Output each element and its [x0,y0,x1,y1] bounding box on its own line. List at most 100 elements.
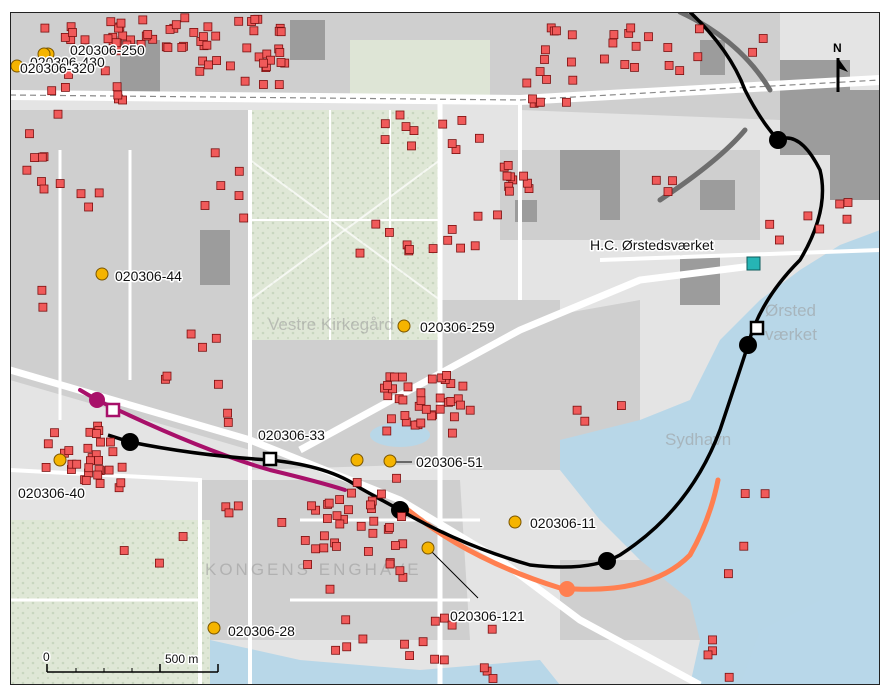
well-marker-020306-259[interactable] [397,319,411,333]
open-square-markers [105,320,765,467]
borehole-marker [397,512,406,521]
borehole-marker [300,536,310,545]
borehole-marker [663,43,673,52]
borehole-marker [541,45,550,55]
borehole-marker [275,48,285,57]
borehole-marker [319,531,329,541]
borehole-marker [439,613,449,623]
borehole-marker [380,135,390,145]
borehole-marker [240,76,250,86]
borehole-marker [119,546,129,555]
borehole-marker [72,459,82,469]
borehole-marker [502,171,512,181]
borehole-marker [355,248,365,258]
borehole-marker [37,285,47,295]
well-marker-020306-33[interactable] [350,453,364,467]
borehole-marker [258,80,268,89]
borehole-marker [242,43,252,53]
borehole-marker [397,372,407,382]
borehole-marker [358,634,368,644]
station-dots [89,131,787,597]
borehole-marker [331,645,341,655]
borehole-marker [202,40,212,50]
borehole-marker [435,404,445,414]
borehole-marker [644,32,653,42]
borehole-marker [400,411,410,420]
borehole-marker [493,210,502,220]
borehole-marker [384,227,394,237]
borehole-marker [76,189,86,199]
borehole-marker [626,23,636,33]
borehole-marker [765,219,775,229]
borehole-marker [322,514,332,523]
borehole-marker [211,31,221,41]
borehole-marker [567,30,577,40]
borehole-marker [352,478,362,487]
borehole-marker [116,478,126,488]
borehole-marker [41,462,51,472]
borehole-marker [250,14,260,24]
well-label-020306-320: 020306-320 [20,60,95,76]
borehole-marker [430,654,440,664]
buildings [120,20,880,305]
borehole-marker [479,663,489,673]
borehole-marker [108,447,118,457]
borehole-marker [843,198,853,207]
well-label-020306-44: 020306-44 [115,268,182,284]
borehole-marker [449,412,459,422]
borehole-marker [189,27,199,37]
borehole-marker [117,462,127,472]
borehole-marker [435,393,445,403]
well-label-020306-11: 020306-11 [530,515,596,531]
well-marker-020306-320[interactable] [10,59,24,73]
borehole-marker [163,43,173,52]
borehole-marker [664,61,674,70]
borehole-marker [233,501,243,511]
borehole-marker [180,13,190,23]
borehole-marker [104,465,114,475]
well-label-020306-250: 020306-250 [70,42,145,58]
borehole-marker [203,22,213,32]
well-marker-020306-121[interactable] [421,541,435,555]
well-markers [10,47,522,635]
well-marker-020306-44[interactable] [95,267,109,281]
borehole-marker [398,539,408,549]
borehole-marker [198,32,208,41]
scale-start-label: 0 [43,650,50,664]
borehole-marker [456,243,466,253]
borehole-marker [504,186,514,196]
borehole-marker [470,241,480,251]
borehole-marker [171,20,181,30]
borehole-marker [536,97,545,107]
well-marker-020306-11[interactable] [508,515,522,529]
borehole-marker [47,86,57,96]
borehole-marker [473,211,483,221]
borehole-marker [83,443,93,453]
borehole-marker [198,342,207,352]
borehole-marker [213,379,223,389]
borehole-marker [562,97,571,107]
borehole-marker [96,437,105,447]
well-marker-020306-28[interactable] [207,621,221,635]
well-marker-020306-51[interactable] [383,454,397,468]
borehole-marker [693,52,703,62]
well-marker-020306-250[interactable] [37,47,51,61]
borehole-marker [332,511,342,521]
hc-orsted-station-marker[interactable] [746,256,761,271]
borehole-markers [22,13,853,683]
borehole-marker [369,516,379,526]
scale-end-label: 500 m [165,652,198,666]
borehole-marker [519,171,528,181]
label-vestre-kirkegard: Vestre Kirkegård [268,315,394,334]
well-marker-020306-40[interactable] [53,453,67,467]
borehole-marker [403,382,413,392]
borehole-marker [368,528,378,538]
borehole-marker [446,396,456,406]
borehole-marker [186,329,196,339]
borehole-marker [38,302,48,312]
borehole-marker [40,23,50,33]
borehole-marker [416,418,426,428]
borehole-marker [143,30,153,39]
